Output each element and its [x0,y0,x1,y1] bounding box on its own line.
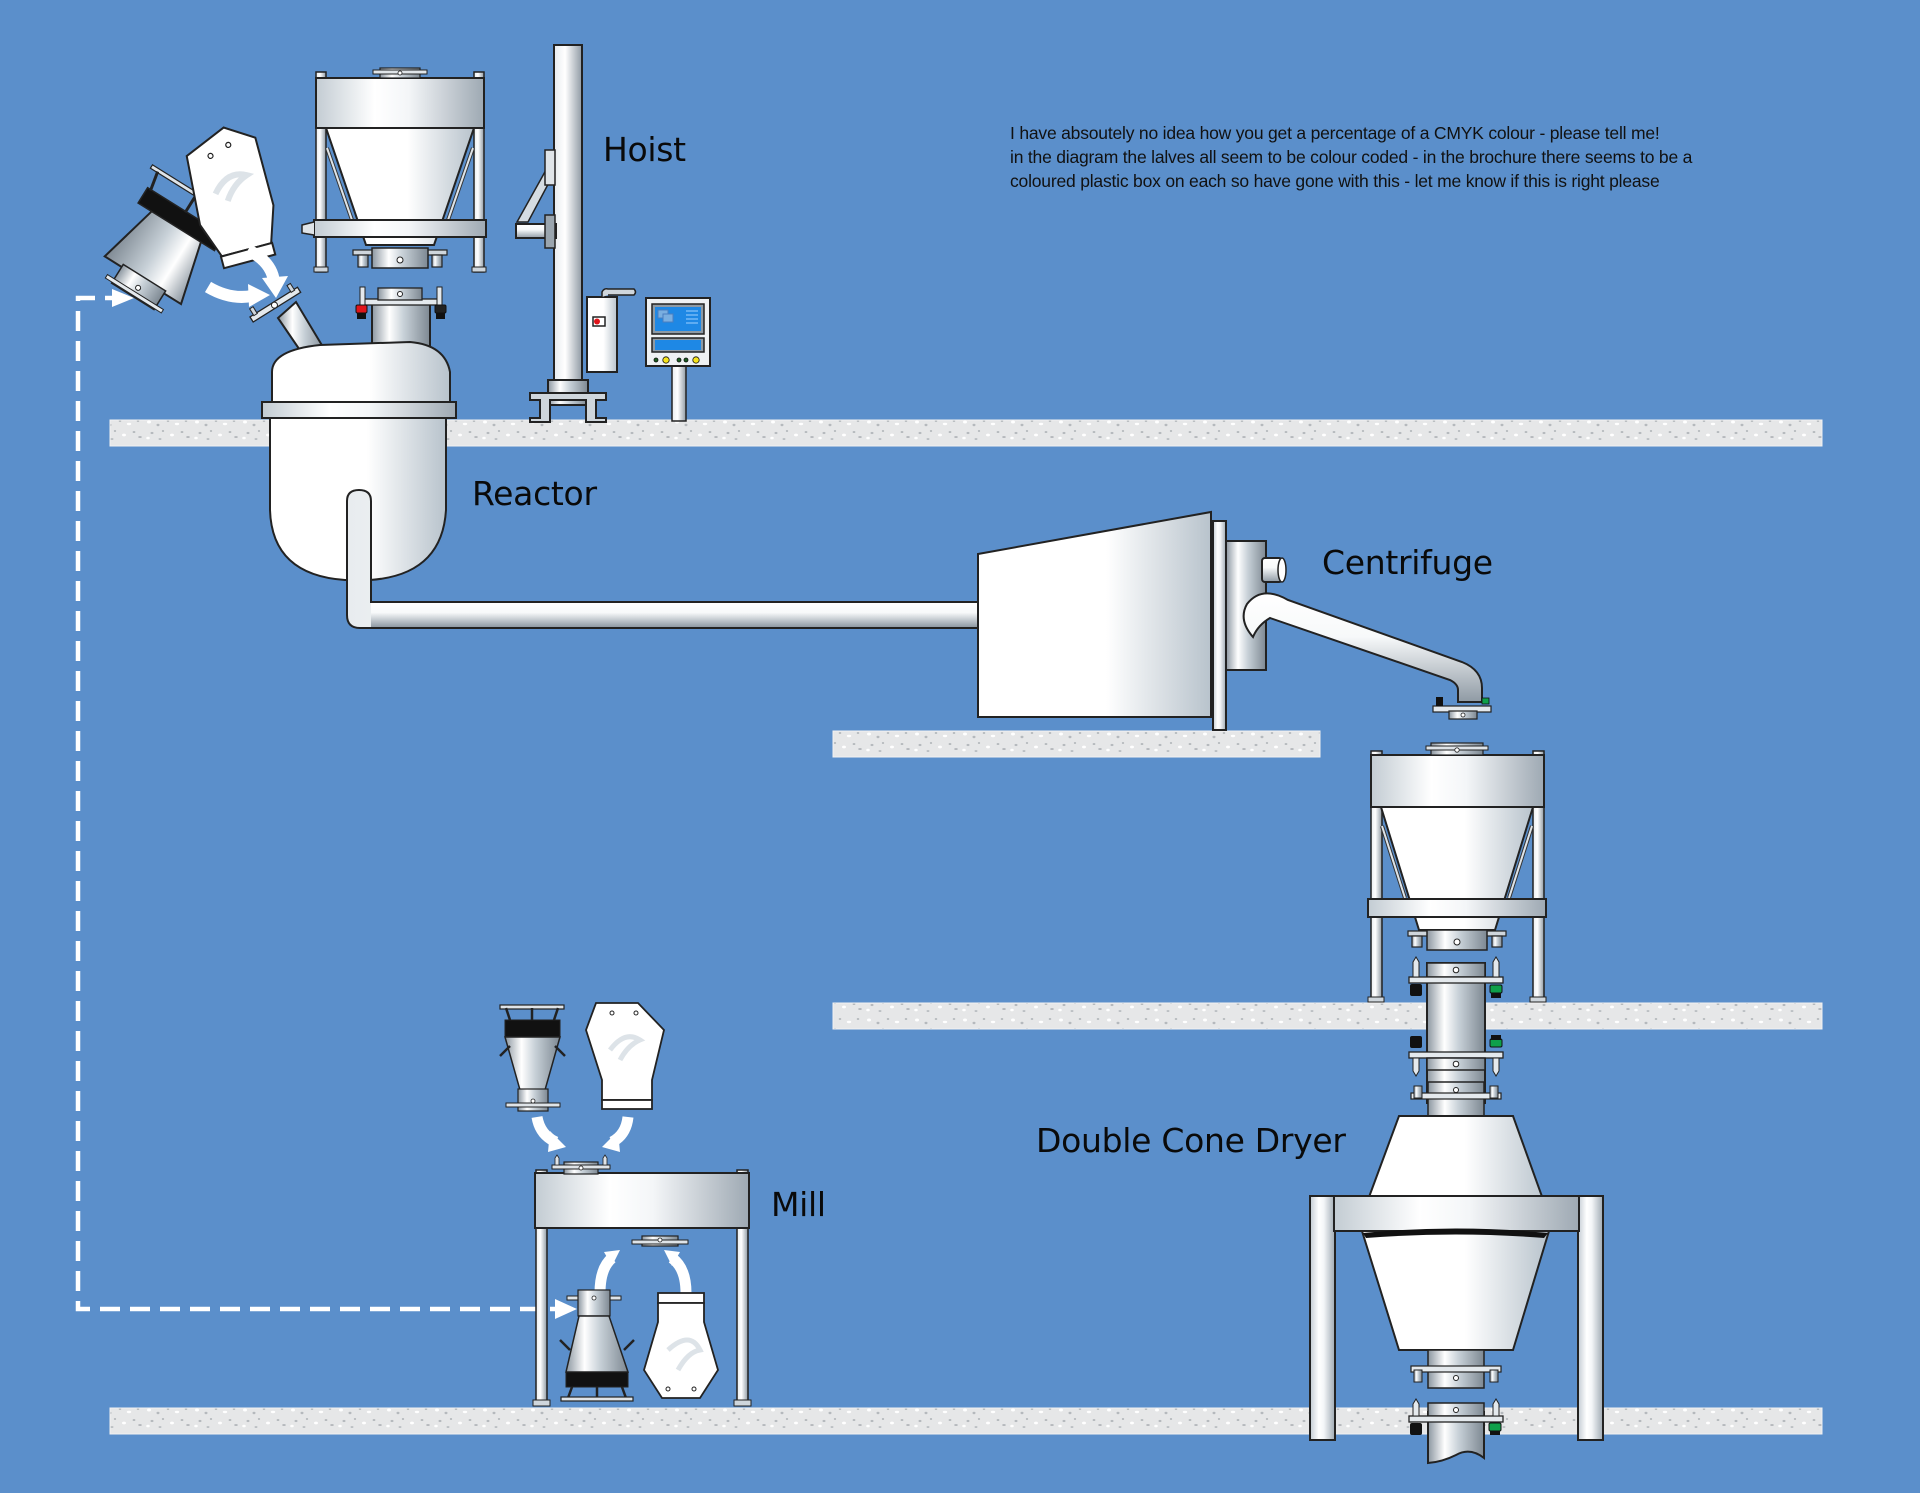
floor-level-2 [832,1002,1823,1030]
mill-receiving-bag [643,1292,719,1399]
feed-bag-tilted [185,126,277,270]
arrow-to-mill-drum-icon [555,1299,577,1319]
hoisted-ibc-container [301,67,487,273]
mill-feed-arrows [531,1115,692,1294]
valve-indicator-red [355,304,368,314]
note-line: in the diagram the lalves all seem to be… [1010,147,1693,167]
dryer-discharge-pipe [1427,1411,1485,1465]
mill-receiving-drum [559,1289,635,1402]
valve-indicator-green [1489,984,1503,994]
double-cone-dryer [1309,1081,1604,1465]
indicator-light-icon [683,357,689,363]
recycle-return-line [75,289,577,1319]
transfer-chute [1408,956,1504,1104]
stop-button-icon [594,318,600,325]
valve-indicator-black [1436,697,1443,706]
valve-indicator-green [1489,1038,1503,1048]
hoist-control-box [586,296,618,373]
label-reactor: Reactor [472,474,597,513]
valve-indicator-green [1481,697,1490,705]
label-centrifuge: Centrifuge [1322,543,1493,582]
label-double-cone-dryer: Double Cone Dryer [1036,1121,1346,1160]
indicator-light-icon [692,356,700,364]
valve-indicator-black [1410,1036,1422,1048]
indicator-light-icon [662,356,670,364]
mill-feed-bag [585,1002,665,1110]
valve-indicator-black [1410,984,1422,996]
mill-feed-drum [499,1004,566,1112]
centrifuge [977,510,1492,731]
ibc-receiving-container [1367,742,1547,1003]
mill [532,1154,752,1407]
valve-indicator-black [1410,1423,1422,1435]
control-panel [645,297,711,422]
reactor [248,282,981,629]
arrow-to-drum-icon [112,289,134,307]
note-line: I have absoutely no idea how you get a p… [1010,123,1660,143]
dryer-trunnion-beam [1333,1195,1580,1232]
feed-arrows [204,244,288,307]
floor-ground [109,1407,1823,1435]
label-hoist: Hoist [603,130,686,169]
designer-note: I have absoutely no idea how you get a p… [1010,121,1692,193]
reactor-flange [261,401,457,419]
valve-indicator-green [1488,1422,1502,1432]
panel-keypad [655,340,701,350]
label-mill: Mill [771,1185,826,1224]
mill-housing [534,1172,750,1229]
curved-arrow-icon [204,281,254,303]
floor-centrifuge [832,730,1321,758]
hoist-mast [553,44,583,391]
centrifuge-outlet-pipe [1242,592,1483,703]
indicator-light-icon [653,357,659,363]
valve-indicator-black [434,304,447,314]
floors [109,419,1823,1435]
indicator-light-icon [676,357,682,363]
note-line: coloured plastic box on each so have gon… [1010,171,1660,191]
hoist [515,44,637,423]
